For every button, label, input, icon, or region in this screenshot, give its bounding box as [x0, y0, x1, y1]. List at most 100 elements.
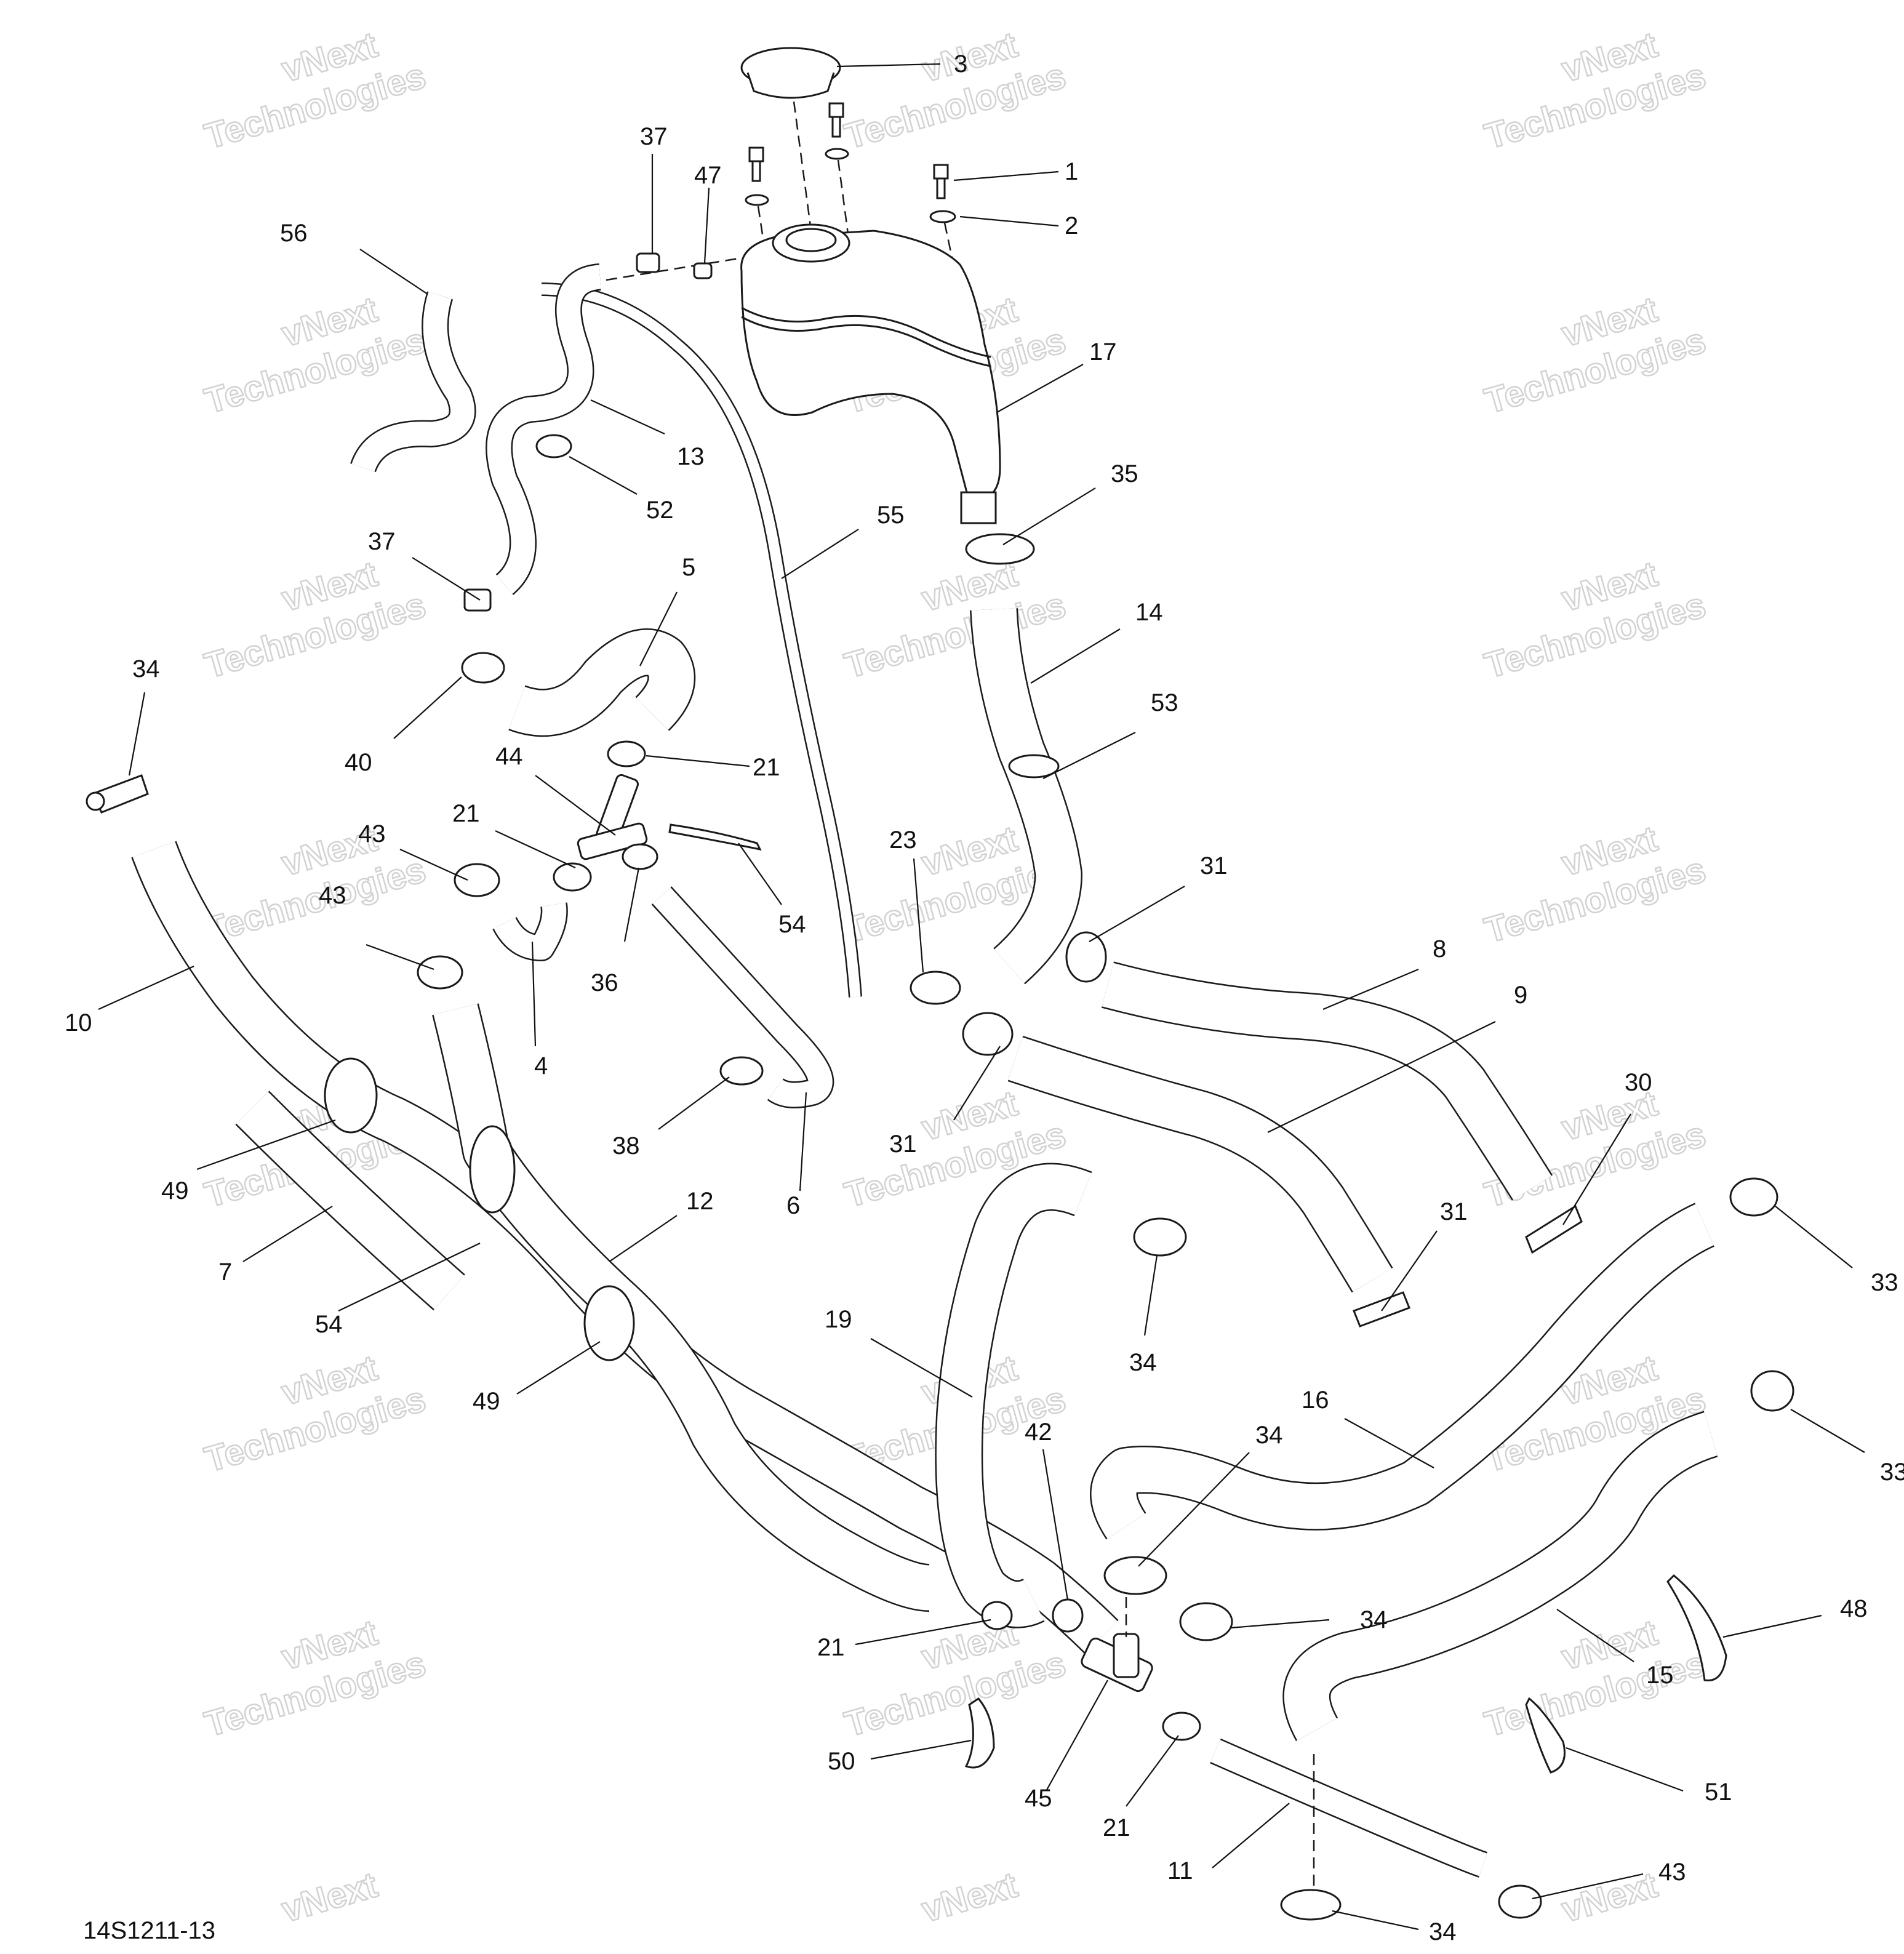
clamp	[417, 955, 463, 990]
small-clamp	[693, 262, 713, 279]
clamp	[1103, 1556, 1167, 1595]
short-hose	[235, 1091, 465, 1311]
callout-label: 3	[954, 50, 967, 78]
tie-strap	[324, 1057, 378, 1134]
parts	[86, 47, 1794, 1921]
u-bend-hose	[508, 628, 696, 737]
callout-label: 38	[612, 1132, 640, 1159]
watermark-line1: vNext	[1558, 1865, 1662, 1930]
callout-label: 49	[473, 1388, 500, 1415]
hose	[1210, 1738, 1488, 1878]
callout-label: 34	[132, 655, 160, 683]
callout-label: 17	[1089, 338, 1117, 366]
small-clamp	[636, 252, 660, 273]
callout-label: 31	[889, 1131, 917, 1158]
callout-label: 35	[1111, 460, 1138, 487]
callout-label: 13	[677, 443, 705, 470]
callout-label: 42	[1025, 1419, 1052, 1446]
callout-label: 55	[877, 502, 905, 529]
callout-label: 37	[640, 123, 668, 150]
hose	[1007, 1036, 1393, 1293]
callout-label: 19	[825, 1306, 852, 1333]
callout-label: 50	[828, 1748, 855, 1775]
callout-label: 21	[753, 754, 780, 781]
bolt	[825, 102, 849, 160]
callout-label: 49	[161, 1177, 189, 1204]
clamp	[981, 1601, 1013, 1630]
callout-label: 23	[889, 827, 917, 854]
callout-label: 14	[1135, 599, 1163, 626]
clamp	[535, 434, 572, 458]
callout-label: 37	[368, 528, 396, 555]
callout-label: 12	[686, 1188, 714, 1215]
callout-label: 43	[358, 820, 386, 847]
tie-strap	[1008, 754, 1060, 779]
callout-label: 9	[1514, 982, 1527, 1009]
callout-label: 15	[1646, 1662, 1674, 1689]
radiator-cap	[740, 47, 841, 99]
clamp	[553, 862, 592, 892]
callout-label: 5	[682, 554, 695, 581]
callout-label: 21	[452, 800, 480, 827]
watermark-line1: vNext	[918, 1865, 1022, 1930]
small-hose	[486, 263, 602, 595]
callout-label: 31	[1440, 1198, 1468, 1225]
callout-label: 54	[315, 1311, 343, 1338]
spring-clamp	[965, 533, 1035, 565]
elbow-hose	[350, 291, 476, 473]
temperature-sensor	[1525, 1204, 1583, 1254]
callout-label: 48	[1840, 1595, 1868, 1622]
hose	[651, 886, 834, 1108]
clamp	[1179, 1602, 1233, 1641]
callout-label: 30	[1625, 1069, 1652, 1096]
hose	[1282, 1411, 1718, 1741]
callout-label: 7	[218, 1259, 232, 1286]
callout-label: 31	[1200, 852, 1228, 879]
callout-label: 43	[319, 882, 346, 909]
clamp	[607, 740, 646, 767]
callout-label: 56	[280, 220, 308, 247]
clamp	[622, 843, 658, 870]
callout-label: 34	[1360, 1606, 1388, 1633]
callout-label: 6	[786, 1192, 800, 1219]
callout-label: 33	[1871, 1269, 1898, 1296]
spring-clamp	[1525, 1697, 1566, 1774]
callout-label: 8	[1433, 935, 1446, 963]
callout-label: 21	[1103, 1814, 1130, 1841]
clamp	[1729, 1177, 1778, 1217]
hose	[1090, 1203, 1715, 1540]
clamp	[454, 863, 500, 897]
watermark-line1: vNext	[278, 1865, 382, 1930]
drawing-number: 14S1211-13	[83, 1917, 215, 1944]
callout-label: 51	[1705, 1779, 1732, 1806]
callout-label: 34	[1429, 1918, 1457, 1945]
elbow-fitting	[492, 902, 568, 961]
callout-label: 44	[495, 743, 523, 770]
callout-label: 34	[1255, 1422, 1283, 1449]
tee-fitting	[1081, 1633, 1153, 1692]
callout-label: 2	[1065, 212, 1078, 239]
clamp	[1052, 1598, 1084, 1633]
vent-tube	[541, 282, 862, 998]
callout-label: 52	[646, 497, 674, 524]
tie-strap	[583, 1285, 635, 1361]
spring-clamp	[964, 1697, 995, 1769]
callout-label: 4	[534, 1052, 548, 1079]
tie-strap	[469, 1125, 516, 1214]
temperature-sensor	[1353, 1291, 1410, 1327]
temperature-sensor	[86, 774, 149, 814]
coolant-reservoir	[740, 223, 1001, 524]
hose	[935, 1163, 1092, 1628]
callout-label: 53	[1151, 689, 1178, 716]
callout-label: 47	[694, 162, 722, 189]
clamp	[461, 652, 505, 684]
hose	[1101, 961, 1553, 1201]
callout-label: 45	[1025, 1785, 1052, 1812]
callout-label: 34	[1129, 1349, 1157, 1376]
bolt	[929, 164, 956, 223]
clamp	[1133, 1217, 1187, 1257]
callout-label: 10	[65, 1009, 92, 1036]
clamp	[1162, 1712, 1201, 1741]
callout-label: 1	[1065, 158, 1078, 185]
